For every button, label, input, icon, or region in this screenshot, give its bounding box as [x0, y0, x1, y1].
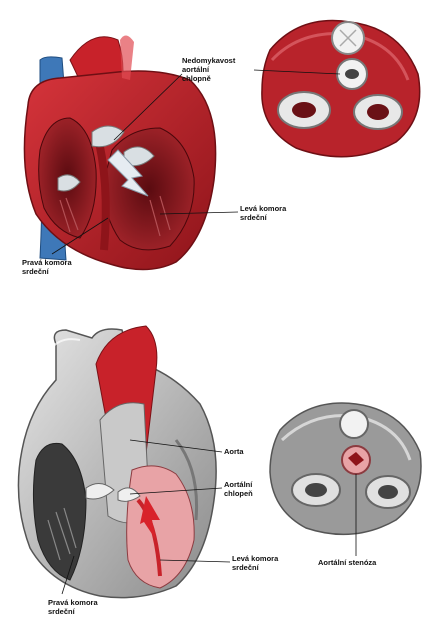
label-left-ventricle-top: Levá komora srdeční: [240, 204, 300, 222]
label-aortic-stenosis: Aortální stenóza: [318, 558, 408, 567]
top-valve-crosssection: [262, 21, 420, 157]
label-aortic-insufficiency: Nedomykavost aortální chlopně: [182, 56, 252, 83]
label-right-ventricle-top: Pravá komora srdeční: [22, 258, 82, 276]
label-left-ventricle-bottom: Levá komora srdeční: [232, 554, 292, 572]
bottom-heart-section: [18, 326, 216, 598]
label-right-ventricle-bottom: Pravá komora srdeční: [48, 598, 108, 616]
bottom-valve-crosssection: [270, 403, 421, 534]
label-aorta: Aorta: [224, 447, 264, 456]
label-aortic-valve: Aortální chlopeň: [224, 480, 274, 498]
